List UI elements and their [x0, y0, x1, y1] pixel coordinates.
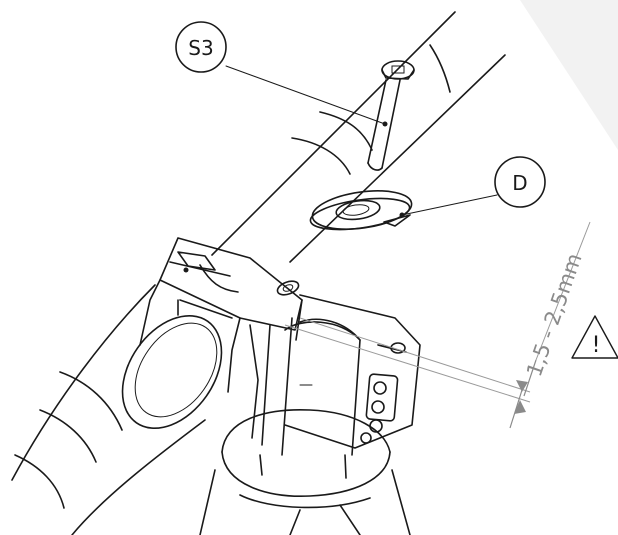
callout-s3-label: S3 [188, 36, 213, 60]
callout-s3: S3 [175, 21, 386, 125]
dimension-label: 1,5 - 2,5mm [522, 250, 587, 379]
callout-d: D [401, 156, 546, 216]
steerer-clamp [261, 294, 421, 456]
gap-dimension: 1,5 - 2,5mm [284, 221, 591, 429]
stem-bolt [276, 280, 300, 296]
warning-symbol: ! [592, 333, 601, 358]
screw-s3 [367, 60, 415, 171]
warning-icon: ! [571, 315, 618, 359]
upper-handlebar-tube [211, 11, 506, 263]
stem-clamp-body [139, 237, 303, 439]
callout-d-label: D [512, 171, 527, 195]
top-cap-d [309, 190, 413, 231]
background-band [520, 0, 618, 150]
lower-handlebar-tube [11, 284, 223, 535]
steerer-tube [199, 409, 411, 535]
